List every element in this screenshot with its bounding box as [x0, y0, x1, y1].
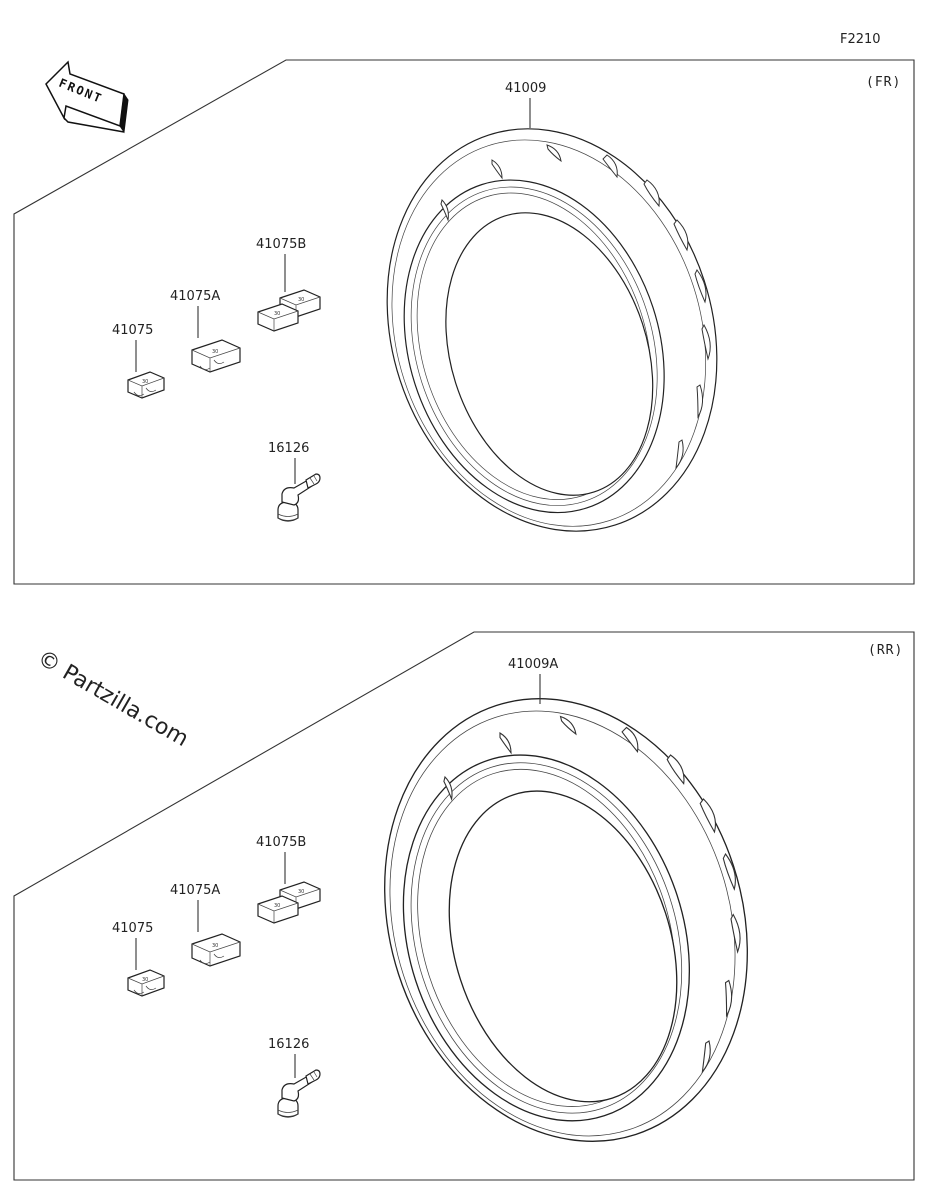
- front-weight-b-label: 41075B: [256, 237, 306, 252]
- front-arrow-icon: FRONT: [45, 60, 129, 134]
- front-weight-a: [191, 339, 241, 373]
- rear-tire: [328, 650, 804, 1190]
- front-tire-label: 41009: [505, 81, 546, 96]
- front-section-frame: [13, 59, 915, 585]
- rear-weight-b-label: 41075B: [256, 835, 306, 850]
- rear-weight-label: 41075: [112, 921, 153, 936]
- front-weight: [127, 371, 165, 399]
- rear-tire-label: 41009A: [508, 657, 558, 672]
- rear-weight-a: [191, 933, 241, 967]
- rear-section-tag: (RR): [868, 643, 903, 658]
- front-section-tag: (FR): [866, 75, 901, 90]
- front-weight-a-label: 41075A: [170, 289, 220, 304]
- front-tire: [335, 84, 769, 576]
- figure-code: F2210: [840, 32, 881, 47]
- rear-section: (RR) 41009A 41075B 41075A 41075 16126: [13, 631, 915, 1190]
- front-valve-icon: [277, 473, 321, 522]
- watermark: © Partzilla.com: [33, 646, 193, 753]
- rear-section-frame: [13, 631, 915, 1181]
- rear-weight-b: [257, 881, 321, 924]
- rear-valve-icon: [277, 1069, 321, 1118]
- rear-weight: [127, 969, 165, 997]
- front-weight-label: 41075: [112, 323, 153, 338]
- front-section: (FR) 41009 41075B 41075A 41075 16126: [13, 59, 915, 585]
- front-weight-b: [257, 289, 321, 332]
- front-valve-label: 16126: [268, 441, 309, 456]
- rear-valve-label: 16126: [268, 1037, 309, 1052]
- rear-weight-a-label: 41075A: [170, 883, 220, 898]
